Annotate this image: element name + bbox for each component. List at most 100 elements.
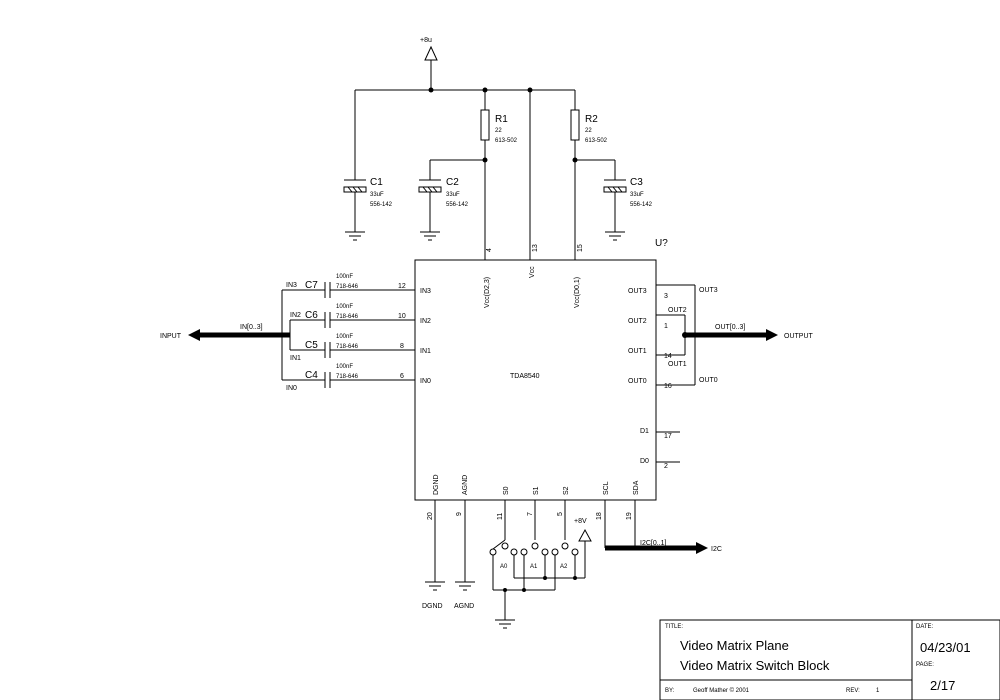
rev-label: REV: — [846, 688, 860, 694]
ic-pin-in1-name: IN1 — [420, 348, 431, 355]
dgnd-label: DGND — [422, 603, 443, 610]
ic-pin-4-num: 4 — [486, 248, 493, 252]
ic-pin-18-num: 18 — [596, 512, 603, 520]
i2c-bus-label: I2C[0..1] — [640, 540, 667, 547]
ic-pin-out2-name: OUT2 — [628, 318, 647, 325]
c6-value: 100nF — [336, 304, 353, 310]
ic-pin-s1-name: S1 — [533, 486, 540, 495]
ic-ref: U? — [655, 238, 668, 249]
ic-pin-sda-name: SDA — [633, 480, 640, 495]
c7-ref: C7 — [305, 280, 318, 291]
c7-value: 100nF — [336, 274, 353, 280]
by-label: BY: — [665, 688, 675, 694]
ic-tda8540: U? TDA8540 4 13 15 Vcc(D2,3) Vcc Vcc(D0,… — [414, 238, 668, 520]
title-line-2: Video Matrix Switch Block — [680, 658, 830, 673]
c3-value: 33uF — [630, 192, 644, 198]
ic-pin-out0-name: OUT0 — [628, 378, 647, 385]
output-bus-label: OUT[0..3] — [715, 324, 745, 331]
c3-ref: C3 — [630, 177, 643, 188]
output-port-label: OUTPUT — [784, 333, 814, 340]
ic-pin-in2-name: IN2 — [420, 318, 431, 325]
c1-part: 556-142 — [370, 202, 393, 208]
jumper-a1: A1 — [530, 564, 538, 570]
net-out1: OUT1 — [668, 361, 687, 368]
title-line-1: Video Matrix Plane — [680, 638, 789, 653]
ic-pin-d0-name: D0 — [640, 458, 649, 465]
input-network: IN3 IN2 IN1 IN0 C7 100nF 718-646 12 C6 1… — [281, 274, 415, 392]
c5-part: 718-646 — [336, 344, 359, 350]
capacitor-c3: C3 33uF 556-142 — [575, 159, 653, 241]
ic-pin-19-num: 19 — [626, 512, 633, 520]
ic-pin-3-num: 3 — [664, 293, 668, 300]
c4-pin: 6 — [400, 373, 404, 380]
ic-pin-16-num: 16 — [664, 383, 672, 390]
ic-pin-s0-name: S0 — [503, 486, 510, 495]
ic-name: TDA8540 — [510, 373, 540, 380]
net-out0: OUT0 — [699, 377, 718, 384]
c7-part: 718-646 — [336, 284, 359, 290]
supply-arrow-icon — [578, 528, 592, 542]
title-label: TITLE: — [665, 624, 683, 630]
r1-value: 22 — [495, 128, 502, 134]
ic-pin-2-num: 2 — [664, 463, 668, 470]
ic-pin-11-num: 11 — [497, 513, 504, 520]
net-out2: OUT2 — [668, 307, 687, 314]
jumper-a0: A0 — [500, 564, 508, 570]
ground-connections: DGND AGND — [422, 500, 475, 610]
ic-pin-d1-name: D1 — [640, 428, 649, 435]
c1-value: 33uF — [370, 192, 384, 198]
capacitor-c2: C2 33uF 556-142 — [418, 159, 485, 241]
c6-part: 718-646 — [336, 314, 359, 320]
ic-pin-agnd-name: AGND — [462, 475, 469, 495]
output-network: 3 1 14 16 17 2 OUT3 OUT2 OUT1 OUT0 — [656, 284, 718, 470]
r2-ref: R2 — [585, 114, 598, 125]
power-rail-label: +8u — [420, 37, 432, 44]
power-rail: +8u — [355, 37, 575, 93]
ic-pin-1-num: 1 — [664, 323, 668, 330]
address-jumpers: A0 A1 A2 +8V — [489, 500, 592, 629]
i2c-arrow-icon — [696, 542, 708, 554]
ic-pin-in0-name: IN0 — [420, 378, 431, 385]
ic-pin-15-num: 15 — [577, 244, 584, 252]
r1-part: 613-502 — [495, 138, 518, 144]
c7-pin: 12 — [398, 283, 406, 290]
input-arrow-icon — [188, 329, 200, 341]
ic-pin-7-num: 7 — [527, 512, 534, 516]
r1-ref: R1 — [495, 114, 508, 125]
ic-pin-out1-name: OUT1 — [628, 348, 647, 355]
ic-pin-20-num: 20 — [427, 512, 434, 520]
input-bus: INPUT IN[0..3] — [160, 324, 290, 341]
c1-ref: C1 — [370, 177, 383, 188]
c2-ref: C2 — [446, 177, 459, 188]
power-arrow-icon — [424, 45, 438, 61]
capacitor-c1: C1 33uF 556-142 — [343, 90, 393, 241]
c4-part: 718-646 — [336, 374, 359, 380]
c5-pin: 8 — [400, 343, 404, 350]
r2-value: 22 — [585, 128, 592, 134]
ic-pin-dgnd-name: DGND — [433, 474, 440, 495]
ic-pin-17-num: 17 — [664, 433, 672, 440]
ic-pin-4-name: Vcc(D2,3) — [484, 277, 491, 308]
r2-part: 613-502 — [585, 138, 608, 144]
resistor-r2: R2 22 613-502 — [570, 90, 608, 260]
c6-pin: 10 — [398, 313, 406, 320]
resistor-r1: R1 22 613-502 — [480, 90, 518, 260]
c2-value: 33uF — [446, 192, 460, 198]
rev-value: 1 — [876, 688, 880, 694]
c6-ref: C6 — [305, 310, 318, 321]
c2-part: 556-142 — [446, 202, 469, 208]
page-value: 2/17 — [930, 678, 955, 693]
date-label: DATE: — [916, 624, 934, 630]
input-bus-label: IN[0..3] — [240, 324, 263, 331]
ic-pin-scl-name: SCL — [603, 481, 610, 495]
ic-pin-s2-name: S2 — [563, 486, 570, 495]
ic-pin-13-num: 13 — [532, 244, 539, 252]
jumper-supply-label: +8V — [574, 518, 587, 525]
page-label: PAGE: — [916, 662, 934, 668]
ic-pin-9-num: 9 — [456, 512, 463, 516]
c4-ref: C4 — [305, 370, 318, 381]
net-in3: IN3 — [286, 282, 297, 289]
jumper-a2: A2 — [560, 564, 568, 570]
net-in2: IN2 — [290, 312, 301, 319]
